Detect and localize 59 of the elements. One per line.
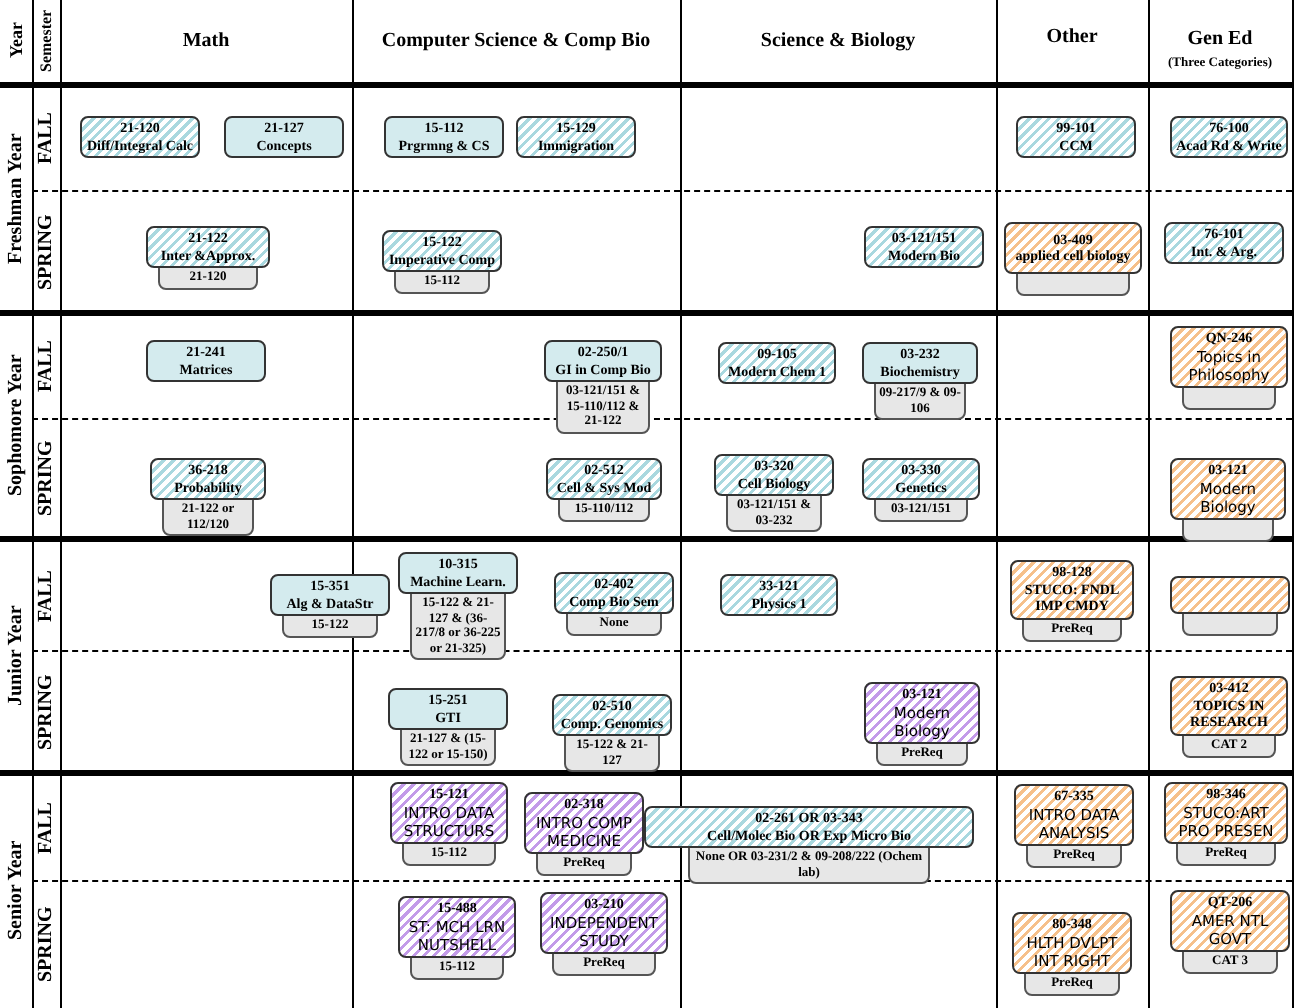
column-header: Gen Ed: [1185, 26, 1255, 52]
course-card: [1164, 222, 1284, 264]
course-card: [390, 782, 508, 843]
semester-label: SPRING: [33, 904, 59, 986]
course-card: [1170, 116, 1288, 158]
course-card: [552, 694, 672, 736]
semester-label: SPRING: [33, 439, 59, 521]
year-label: Sophomore Year: [3, 352, 29, 501]
course-card: [1170, 676, 1288, 735]
semester-label: SPRING: [33, 212, 59, 294]
column-header: Computer Science & Comp Bio: [379, 28, 653, 56]
column-header: Other: [1044, 24, 1100, 52]
course-card: [1014, 784, 1134, 845]
course-card: [862, 342, 978, 384]
course-card: [146, 226, 270, 268]
year-label: Senior Year: [3, 838, 29, 944]
course-card: [516, 116, 636, 158]
course-card: [1016, 116, 1136, 158]
course-card: [644, 806, 974, 848]
course-card: [146, 340, 266, 382]
course-card: [1170, 576, 1290, 614]
course-card: [540, 892, 668, 953]
course-card: [150, 458, 266, 500]
course-card: [554, 572, 674, 614]
column-header: Science & Biology: [758, 28, 918, 56]
course-card: [382, 230, 502, 272]
course-card: [224, 116, 344, 158]
course-card: [388, 688, 508, 730]
course-card: [1164, 782, 1288, 843]
course-card: [1012, 912, 1132, 973]
course-card: [80, 116, 200, 158]
course-card: [544, 340, 662, 382]
semester-label: FALL: [33, 111, 59, 169]
course-card: [714, 454, 834, 496]
course-card: [864, 682, 980, 743]
semester-label: FALL: [33, 568, 59, 626]
course-card: [1170, 458, 1286, 519]
semester-label: SPRING: [33, 672, 59, 754]
course-card: [270, 574, 390, 616]
course-card: [720, 574, 838, 616]
course-card: [1010, 560, 1134, 619]
course-card: [398, 896, 516, 957]
year-label: Junior Year: [3, 603, 29, 711]
column-header: Year: [4, 20, 28, 63]
course-card: [1170, 890, 1290, 951]
course-card: [546, 458, 662, 500]
course-card: [524, 792, 644, 853]
course-card: [1170, 326, 1288, 387]
course-card: [1004, 222, 1142, 274]
semester-label: FALL: [33, 800, 59, 858]
course-card: [862, 458, 980, 500]
course-card: [398, 552, 518, 594]
year-label: Freshman Year: [3, 131, 29, 269]
course-card: [864, 226, 984, 268]
column-header: Math: [180, 28, 232, 56]
column-header: Semester: [35, 7, 57, 77]
semester-label: FALL: [33, 339, 59, 397]
course-card: [384, 116, 504, 158]
course-card: [718, 342, 836, 384]
